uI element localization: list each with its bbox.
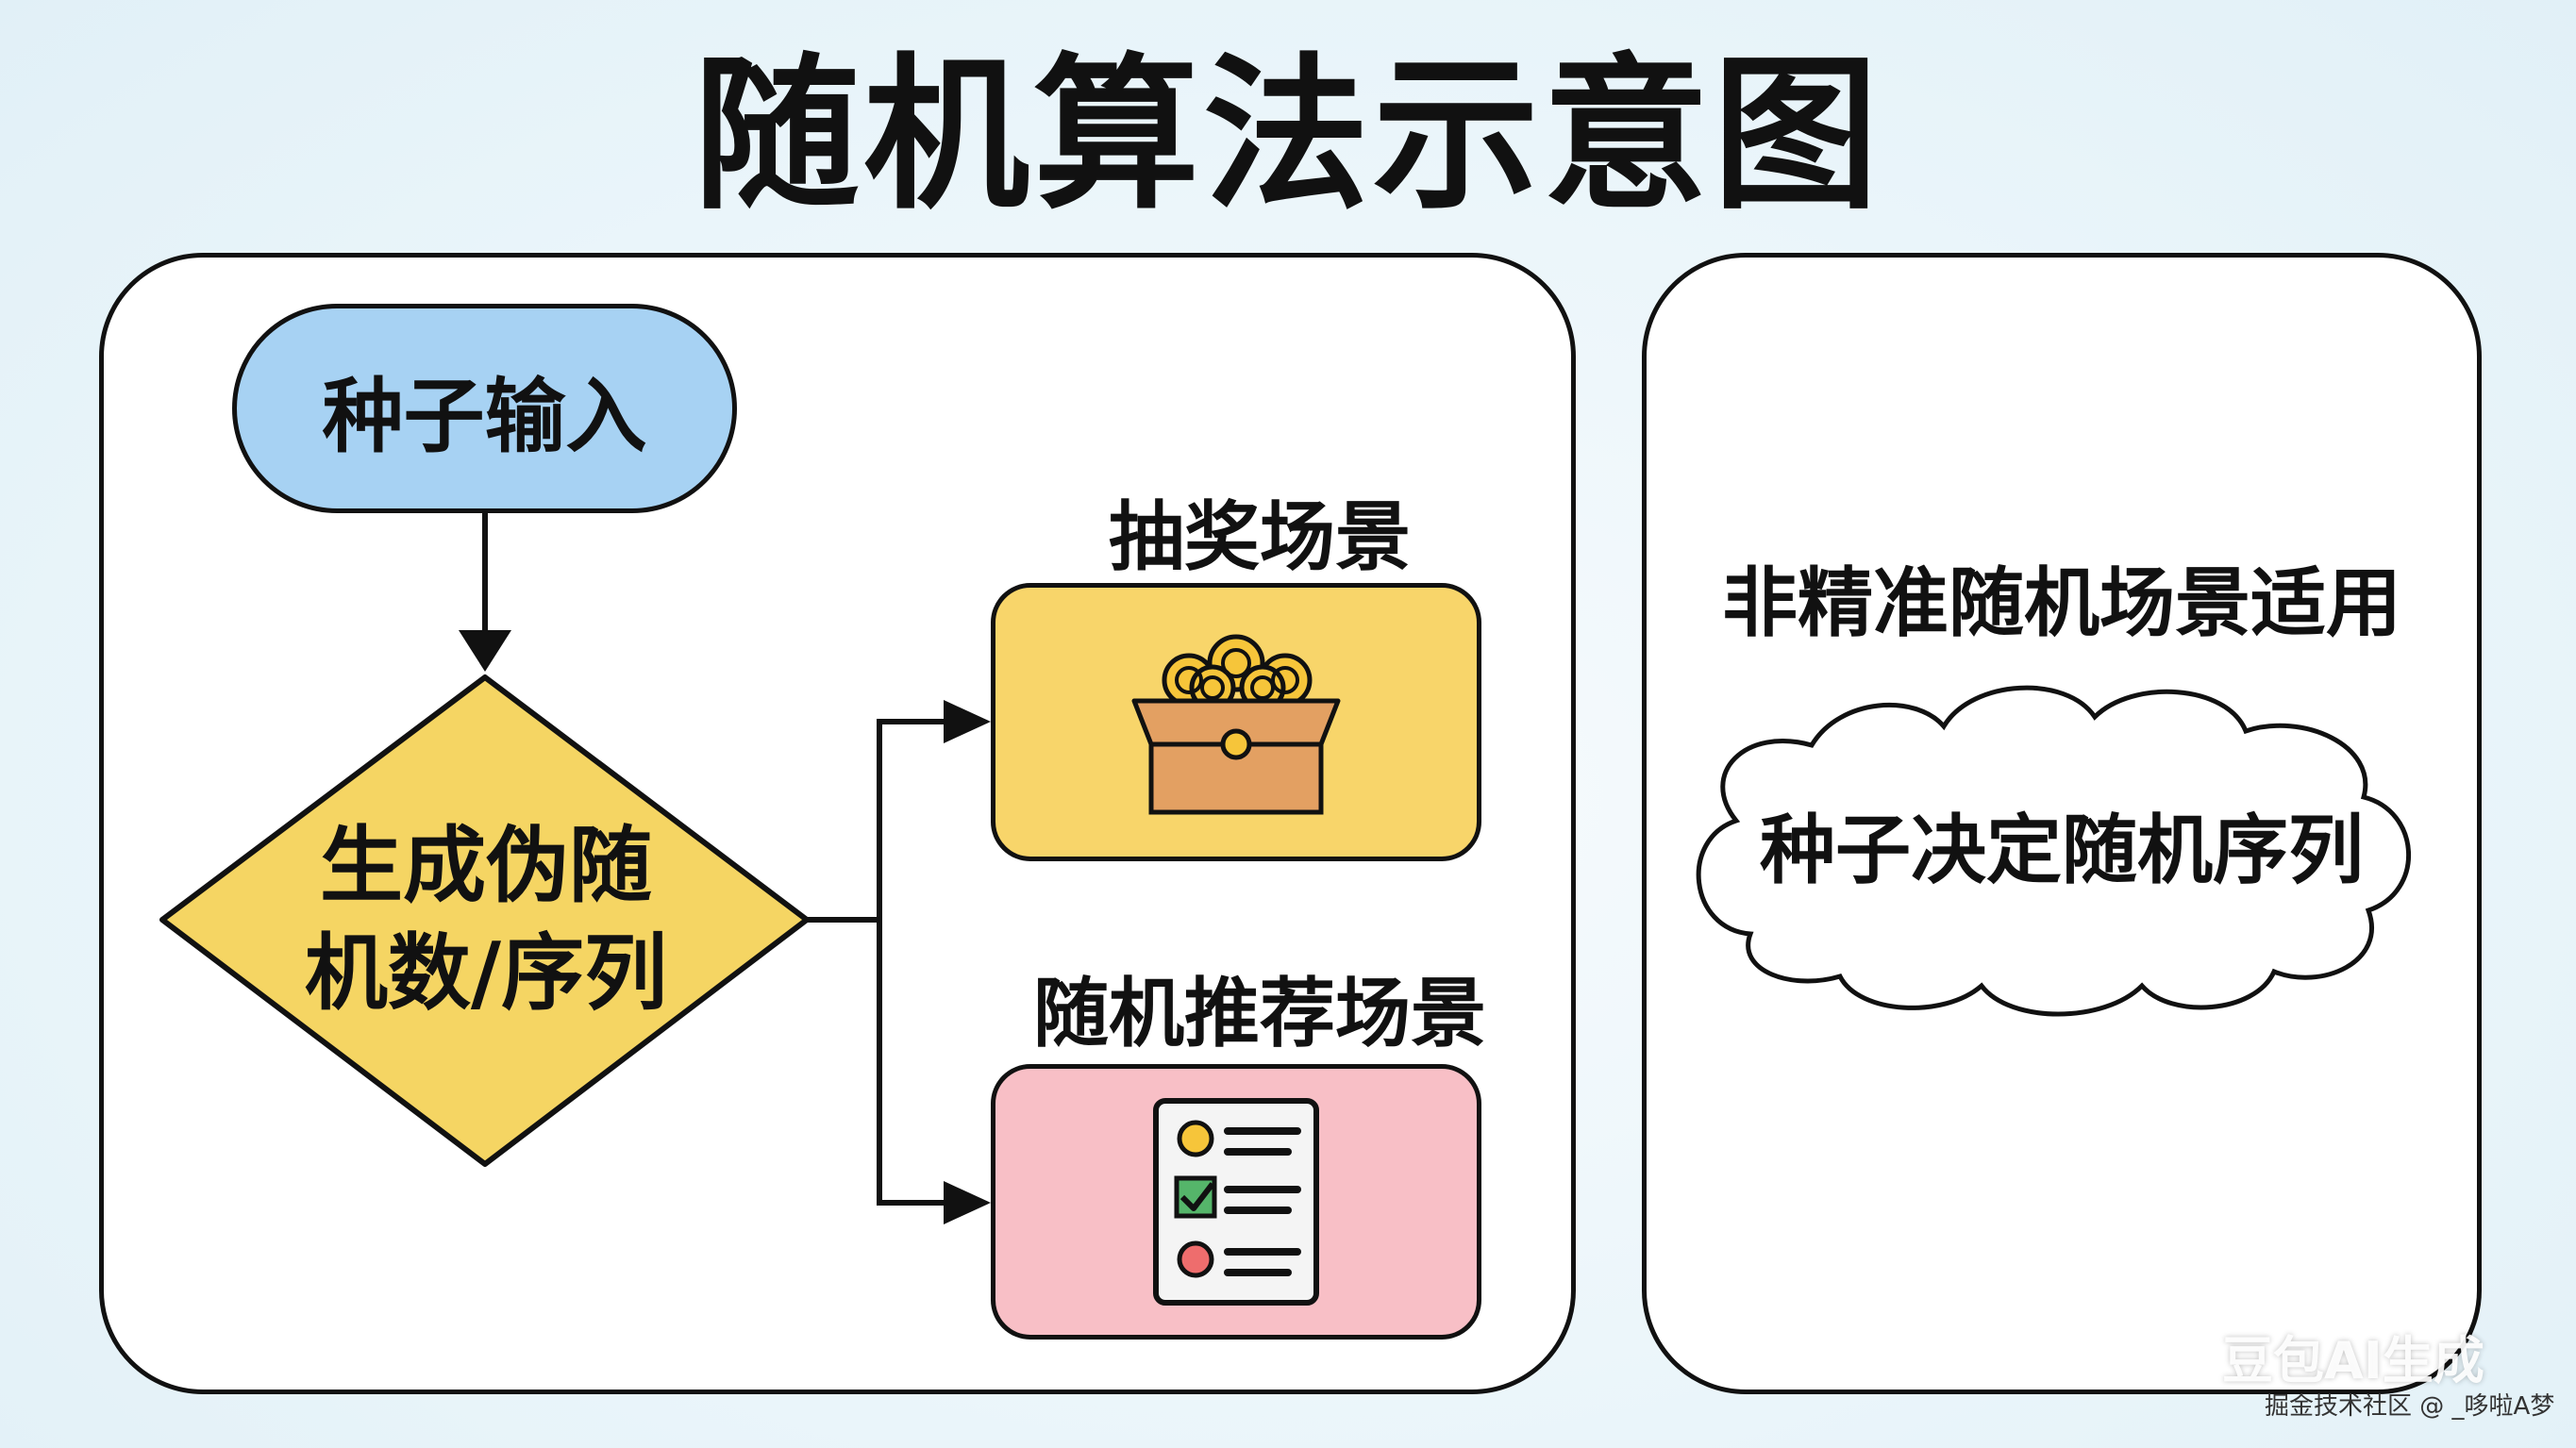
lottery-scene-box bbox=[991, 583, 1481, 861]
arrow-to-lottery bbox=[944, 700, 991, 743]
branch-connector bbox=[807, 719, 948, 1206]
watermark-sub: 掘金技术社区 @ _哆啦A梦 bbox=[2265, 1392, 2555, 1421]
generate-diamond bbox=[159, 674, 810, 1167]
lottery-scene-label: 抽奖场景 bbox=[1109, 493, 1411, 581]
generate-label-line2: 机数/序列 bbox=[304, 924, 668, 1022]
checklist-icon bbox=[1153, 1098, 1319, 1306]
arrow-to-recommend bbox=[944, 1181, 991, 1224]
side-panel-heading: 非精准随机场景适用 bbox=[1722, 559, 2401, 647]
recommend-scene-box bbox=[991, 1064, 1481, 1340]
page-title: 随机算法示意图 bbox=[693, 39, 1882, 232]
watermark-main: 豆包AI生成 bbox=[2222, 1331, 2484, 1390]
generate-label-line1: 生成伪随 bbox=[319, 816, 652, 914]
seed-input-label: 种子输入 bbox=[322, 369, 647, 464]
cloud-label: 种子决定随机序列 bbox=[1760, 807, 2364, 894]
treasure-chest-icon bbox=[1131, 634, 1341, 814]
seed-sequence-cloud bbox=[1696, 685, 2412, 1017]
seed-input-node: 种子输入 bbox=[232, 304, 737, 513]
recommend-scene-label: 随机推荐场景 bbox=[1033, 970, 1486, 1057]
seed-to-generate-arrow bbox=[459, 513, 511, 672]
generate-diamond-label: 生成伪随 机数/序列 bbox=[236, 807, 736, 1033]
